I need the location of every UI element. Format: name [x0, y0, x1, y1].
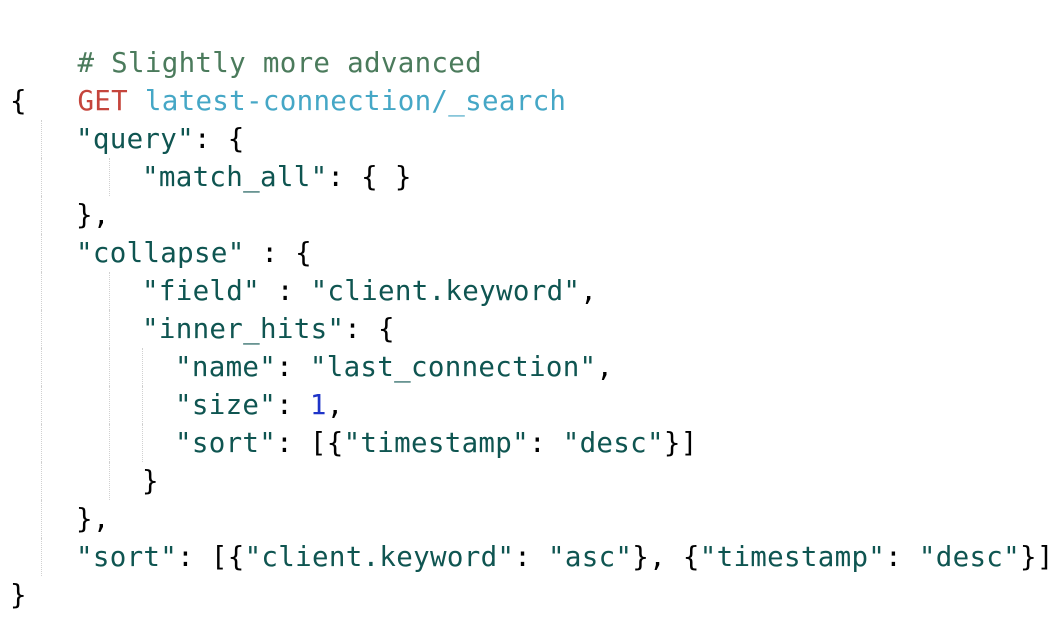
json-string: "asc" — [548, 541, 633, 573]
json-string: "timestamp" — [343, 427, 529, 459]
json-string: "inner_hits" — [142, 313, 345, 345]
json-punctuation: : { — [344, 313, 395, 345]
comment-text: # Slightly more advanced — [77, 47, 482, 79]
json-punctuation: : — [885, 541, 919, 573]
json-punctuation: }, — [76, 503, 110, 535]
json-punctuation: : — [276, 389, 310, 421]
indent-guide — [109, 424, 110, 462]
code-line: "sort": [{"timestamp": "desc"}] — [10, 424, 1055, 462]
indent-guide — [109, 462, 110, 500]
indent-guide — [142, 386, 143, 424]
indent-guide — [41, 348, 42, 386]
json-string: "last_connection" — [309, 351, 597, 383]
json-punctuation: }] — [663, 427, 698, 459]
code-line-content: "match_all": { } — [142, 158, 412, 196]
indent-guide — [109, 310, 110, 348]
json-punctuation: : { — [244, 237, 313, 269]
json-punctuation: : [{ — [276, 427, 344, 459]
json-string: "client.keyword" — [244, 541, 515, 573]
code-line: }, — [10, 196, 1055, 234]
indent-guide — [41, 120, 42, 158]
json-string: "name" — [175, 351, 277, 383]
indent-guide — [41, 500, 42, 538]
json-punctuation: : — [529, 427, 563, 459]
json-punctuation: : { — [194, 123, 245, 155]
json-punctuation: : — [260, 275, 311, 307]
json-punctuation: }, { — [632, 541, 700, 573]
code-line: } — [10, 576, 1055, 614]
code-editor[interactable]: # Slightly more advanced GET latest-conn… — [10, 6, 1055, 618]
json-punctuation: , — [580, 275, 598, 307]
code-line: "collapse" : { — [10, 234, 1055, 272]
comment-line: # Slightly more advanced — [10, 6, 1055, 79]
json-punctuation: : — [276, 351, 310, 383]
code-line-content: "name": "last_connection", — [175, 348, 613, 386]
json-string: "sort" — [175, 427, 277, 459]
json-punctuation: , — [326, 389, 344, 421]
code-line: "size": 1, — [10, 386, 1055, 424]
indent-guide — [41, 462, 42, 500]
json-string: "field" — [142, 275, 260, 307]
code-line: "match_all": { } — [10, 158, 1055, 196]
json-punctuation: : [{ — [177, 541, 245, 573]
code-line: "name": "last_connection", — [10, 348, 1055, 386]
code-line: "field" : "client.keyword", — [10, 272, 1055, 310]
json-punctuation: } — [10, 579, 27, 611]
json-punctuation: }] — [1020, 541, 1054, 573]
json-punctuation: { — [10, 85, 27, 117]
indent-guide — [41, 310, 42, 348]
indent-guide — [41, 234, 42, 272]
code-line-content: "sort": [{"timestamp": "desc"}] — [175, 424, 698, 462]
indent-guide — [109, 272, 110, 310]
json-number: 1 — [309, 389, 327, 421]
code-line-content: "size": 1, — [175, 386, 344, 424]
json-punctuation: : — [514, 541, 548, 573]
code-line-content: } — [10, 576, 27, 614]
code-line: "query": { — [10, 120, 1055, 158]
indent-guide — [41, 158, 42, 196]
http-method: GET — [77, 85, 129, 117]
json-string: "timestamp" — [699, 541, 886, 573]
indent-guide — [109, 348, 110, 386]
json-punctuation: : { } — [327, 161, 412, 193]
json-punctuation: }, — [76, 199, 110, 231]
json-string: "collapse" — [76, 237, 245, 269]
json-string: "match_all" — [142, 161, 328, 193]
code-line-content: } — [142, 462, 159, 500]
indent-guide — [109, 386, 110, 424]
code-line-content: }, — [76, 500, 110, 538]
json-string: "size" — [175, 389, 277, 421]
request-url: latest-connection/_search — [144, 85, 567, 117]
indent-guide — [109, 158, 110, 196]
indent-guide — [41, 196, 42, 234]
json-string: "desc" — [918, 541, 1021, 573]
code-line: "inner_hits": { — [10, 310, 1055, 348]
code-line-content: { — [10, 82, 27, 120]
json-string: "desc" — [562, 427, 664, 459]
code-line-content: "sort": [{"client.keyword": "asc"}, {"ti… — [76, 538, 1054, 576]
code-line-content: }, — [76, 196, 110, 234]
request-line: GET latest-connection/_search — [10, 44, 1055, 117]
code-line-content: "collapse" : { — [76, 234, 312, 272]
code-line: "sort": [{"client.keyword": "asc"}, {"ti… — [10, 538, 1055, 576]
code-line-content: "query": { — [76, 120, 245, 158]
indent-guide — [41, 424, 42, 462]
code-line-content: "inner_hits": { — [142, 310, 395, 348]
json-string: "client.keyword" — [310, 275, 581, 307]
indent-guide — [41, 538, 42, 576]
json-string: "sort" — [76, 541, 178, 573]
json-string: "query" — [76, 123, 194, 155]
json-punctuation: } — [142, 465, 159, 497]
code-line-content: "field" : "client.keyword", — [142, 272, 597, 310]
code-line: { — [10, 82, 1055, 120]
code-line: } — [10, 462, 1055, 500]
indent-guide — [41, 272, 42, 310]
indent-guide — [142, 348, 143, 386]
request-body: {"query": {"match_all": { }},"collapse" … — [10, 82, 1055, 614]
indent-guide — [142, 424, 143, 462]
code-line: }, — [10, 500, 1055, 538]
json-punctuation: , — [596, 351, 614, 383]
indent-guide — [41, 386, 42, 424]
